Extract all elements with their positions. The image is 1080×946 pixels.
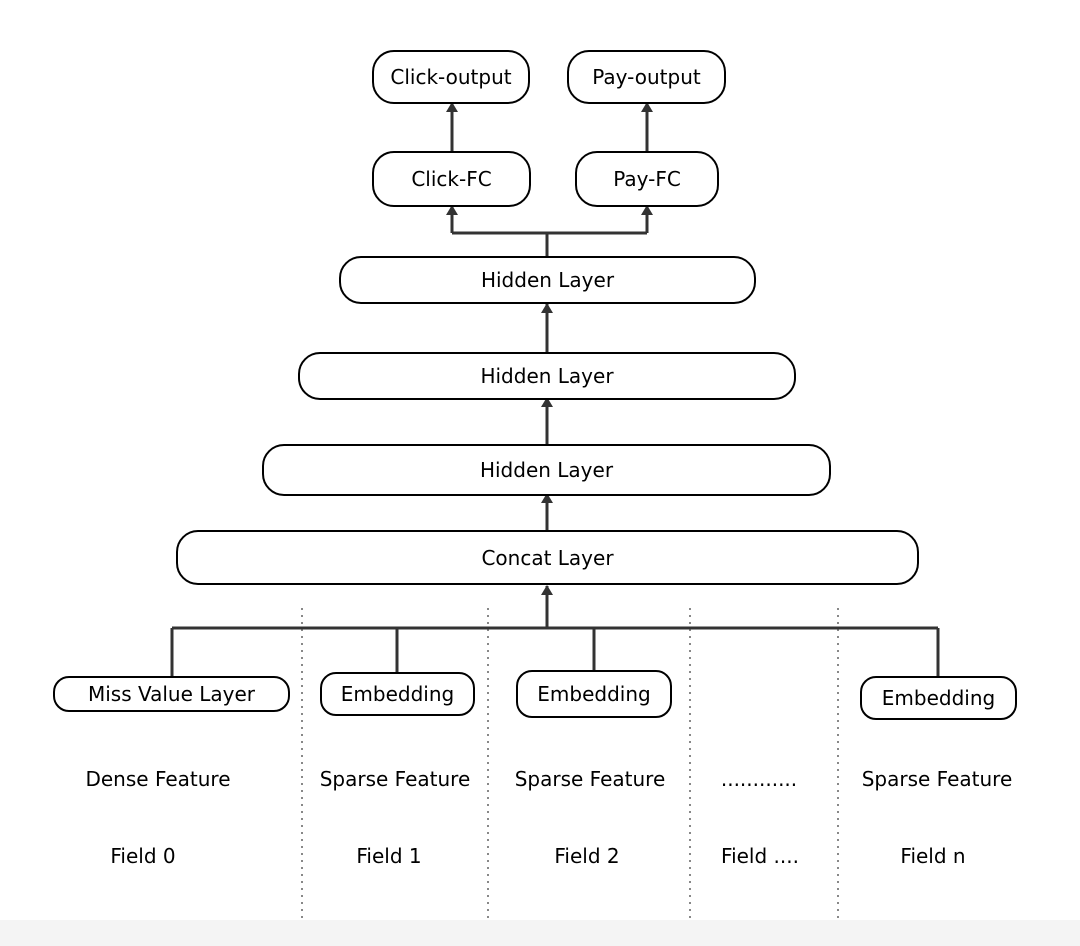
- field-name-1: Field 1: [356, 844, 422, 868]
- field-name-2: Field 2: [554, 844, 620, 868]
- bottom-shade-strip: [0, 920, 1080, 946]
- feature-type-field-n: Sparse Feature: [861, 767, 1013, 791]
- hidden-layer-middle-label: Hidden Layer: [480, 364, 614, 388]
- feature-type-field-0: Dense Feature: [85, 767, 231, 791]
- click-fc-box: Click-FC: [372, 151, 531, 207]
- hidden-layer-middle: Hidden Layer: [298, 352, 796, 400]
- hidden-layer-top-label: Hidden Layer: [480, 268, 615, 292]
- feature-type-field-2: Sparse Feature: [514, 767, 666, 791]
- pay-output-label: Pay-output: [592, 65, 701, 89]
- click-output-box: Click-output: [372, 50, 530, 104]
- field-name-ellipsis: Field ....: [721, 844, 799, 868]
- field-name-0: Field 0: [110, 844, 176, 868]
- click-output-label: Click-output: [390, 65, 512, 89]
- miss-value-layer-box: Miss Value Layer: [53, 676, 290, 712]
- miss-value-layer-label: Miss Value Layer: [87, 682, 256, 706]
- embedding-label-field-1: Embedding: [340, 682, 455, 706]
- hidden-layer-bottom: Hidden Layer: [262, 444, 831, 496]
- embedding-box-field-2: Embedding: [516, 670, 672, 718]
- field-name-n: Field n: [900, 844, 966, 868]
- embedding-box-field-n: Embedding: [860, 676, 1017, 720]
- feature-type-ellipsis: ............: [720, 767, 798, 791]
- concat-layer-label: Concat Layer: [481, 545, 614, 570]
- embedding-box-field-1: Embedding: [320, 672, 475, 716]
- feature-type-field-1: Sparse Feature: [319, 767, 471, 791]
- hidden-layer-bottom-label: Hidden Layer: [479, 458, 614, 482]
- concat-layer: Concat Layer: [176, 530, 919, 585]
- pay-fc-box: Pay-FC: [575, 151, 719, 207]
- pay-output-box: Pay-output: [567, 50, 726, 104]
- embedding-label-field-2: Embedding: [537, 682, 651, 706]
- hidden-layer-top: Hidden Layer: [339, 256, 756, 304]
- click-fc-label: Click-FC: [411, 167, 492, 191]
- pay-fc-label: Pay-FC: [613, 167, 681, 191]
- embedding-label-field-n: Embedding: [881, 686, 996, 710]
